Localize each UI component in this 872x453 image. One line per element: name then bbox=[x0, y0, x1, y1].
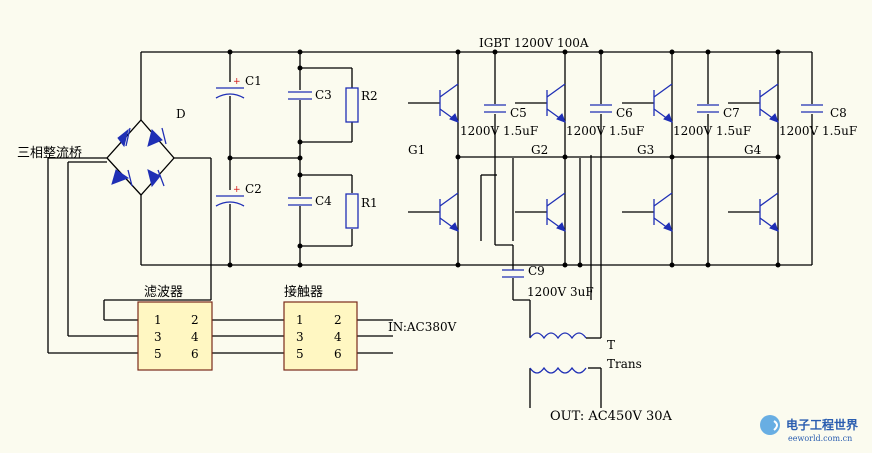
filter-box bbox=[137, 301, 213, 371]
filter-title: 滤波器 bbox=[144, 285, 183, 300]
capacitor-c1: + bbox=[215, 77, 245, 99]
diode-bottom-right bbox=[147, 169, 165, 188]
contactor-title: 接触器 bbox=[284, 284, 323, 300]
capacitor-c5 bbox=[484, 104, 506, 113]
c7-label: C7 bbox=[723, 106, 740, 120]
c3-label: C3 bbox=[315, 88, 332, 102]
c7-value: 1200V 1.5uF bbox=[673, 124, 751, 138]
junction-dots bbox=[227, 49, 781, 268]
contactor-pin-1: 1 bbox=[296, 313, 304, 327]
output-label: OUT: AC450V 30A bbox=[550, 409, 673, 424]
svg-text:+: + bbox=[233, 185, 241, 195]
igbt-q3-lower bbox=[622, 192, 673, 232]
contactor-pin-3: 3 bbox=[296, 330, 304, 344]
watermark-sub: eeworld.com.cn bbox=[788, 434, 852, 443]
watermark-text: 电子工程世界 bbox=[786, 417, 858, 432]
g4-label: G4 bbox=[744, 143, 762, 157]
c9-label: C9 bbox=[528, 264, 545, 278]
capacitor-c6 bbox=[590, 104, 612, 113]
igbt-q4-upper bbox=[728, 83, 779, 123]
capacitor-c7 bbox=[697, 104, 719, 113]
c8-value: 1200V 1.5uF bbox=[779, 124, 857, 138]
r1-label: R1 bbox=[361, 196, 378, 210]
igbt-q1-upper bbox=[408, 83, 459, 123]
bridge-label: 三相整流桥 bbox=[17, 146, 82, 161]
transformer-name: Trans bbox=[607, 357, 642, 371]
diode-bottom-left bbox=[111, 169, 133, 187]
capacitor-c9 bbox=[502, 269, 524, 278]
g1-label: G1 bbox=[408, 143, 425, 157]
filter-pin-3: 3 bbox=[154, 330, 162, 344]
c6-value: 1200V 1.5uF bbox=[566, 124, 644, 138]
igbt-q4-lower bbox=[728, 192, 779, 232]
filter-pin-4: 4 bbox=[191, 330, 199, 344]
title-label: IGBT 1200V 100A bbox=[479, 36, 589, 50]
transformer bbox=[529, 332, 588, 374]
input-label: IN:AC380V bbox=[388, 320, 457, 334]
capacitor-c3 bbox=[288, 91, 312, 100]
c9-value: 1200V 3uF bbox=[527, 285, 594, 299]
igbt-q3-upper bbox=[622, 83, 673, 123]
filter-pin-5: 5 bbox=[154, 347, 162, 361]
bridge-rectifier bbox=[106, 119, 175, 196]
igbt-q2-lower bbox=[515, 192, 566, 232]
diode-top-left bbox=[117, 127, 131, 148]
c6-label: C6 bbox=[616, 106, 633, 120]
transformer-ref: T bbox=[607, 338, 615, 352]
g2-label: G2 bbox=[531, 143, 548, 157]
c1-label: C1 bbox=[245, 74, 262, 88]
c5-value: 1200V 1.5uF bbox=[460, 124, 538, 138]
watermark-logo: 电子工程世界 eeworld.com.cn bbox=[760, 415, 858, 443]
diode-label: D bbox=[176, 107, 186, 121]
svg-text:+: + bbox=[233, 77, 241, 87]
capacitor-c4 bbox=[288, 197, 312, 206]
resistor-r1 bbox=[345, 193, 359, 229]
igbt-q2-upper bbox=[515, 83, 566, 123]
igbt-q1-lower bbox=[408, 192, 459, 232]
c8-label: C8 bbox=[830, 106, 847, 120]
igbt-transistors bbox=[408, 83, 779, 232]
contactor-pin-4: 4 bbox=[334, 330, 342, 344]
capacitor-c8 bbox=[801, 104, 823, 113]
g3-label: G3 bbox=[637, 143, 654, 157]
r2-label: R2 bbox=[361, 89, 378, 103]
c5-label: C5 bbox=[510, 106, 527, 120]
contactor-pin-6: 6 bbox=[334, 347, 342, 361]
c2-label: C2 bbox=[245, 182, 262, 196]
wiring bbox=[47, 51, 813, 408]
resistor-r2 bbox=[345, 87, 359, 123]
filter-pin-6: 6 bbox=[191, 347, 199, 361]
c4-label: C4 bbox=[315, 194, 332, 208]
filter-pin-1: 1 bbox=[154, 313, 162, 327]
contactor-box bbox=[283, 301, 358, 371]
filter-pin-2: 2 bbox=[191, 313, 199, 327]
contactor-pin-2: 2 bbox=[334, 313, 342, 327]
contactor-pin-5: 5 bbox=[296, 347, 304, 361]
diode-top-right bbox=[147, 127, 167, 147]
capacitor-c2: + bbox=[215, 185, 245, 207]
